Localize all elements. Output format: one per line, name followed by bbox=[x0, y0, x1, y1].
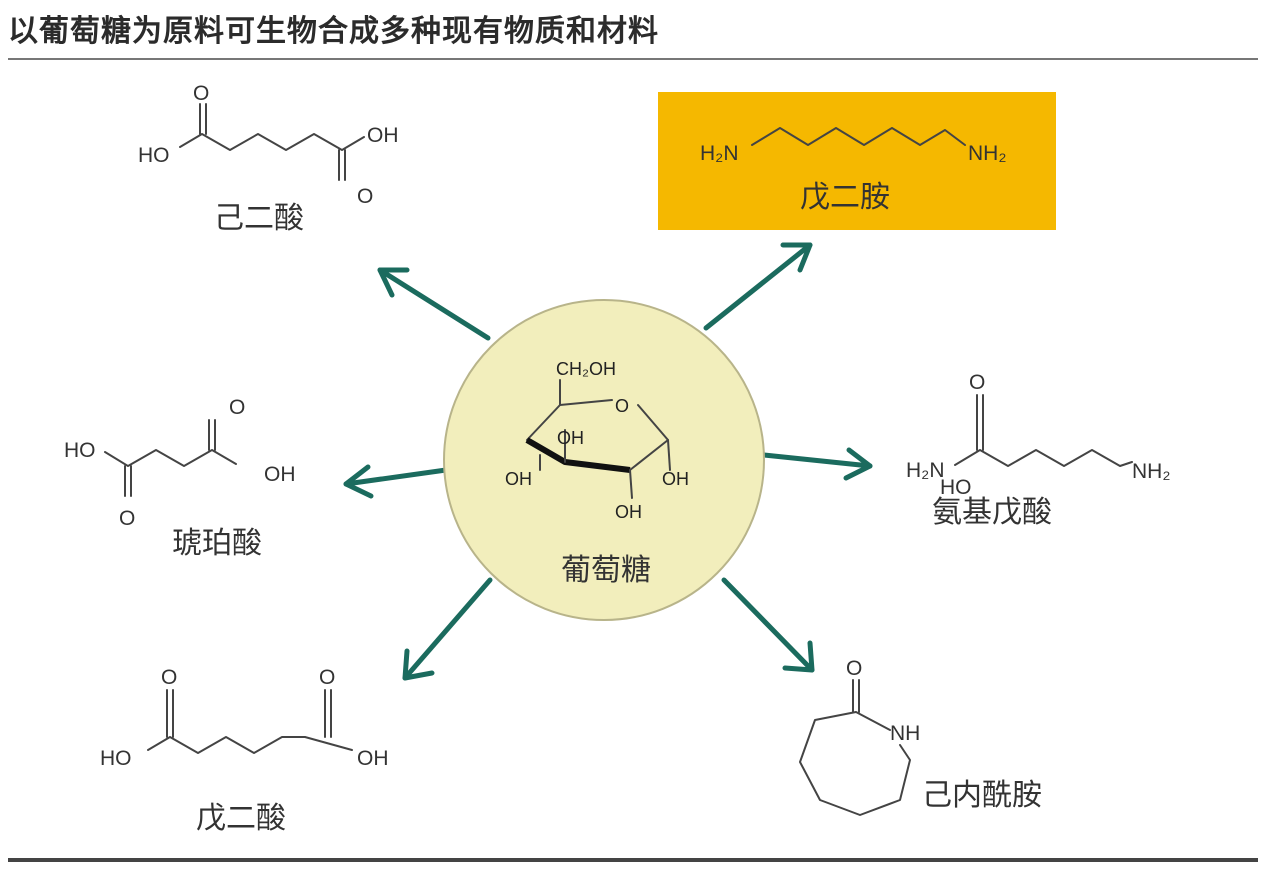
arrow-to-aminovaleric-acid bbox=[761, 447, 873, 481]
bottom-divider bbox=[8, 858, 1258, 862]
glucose-oh-3: OH bbox=[662, 469, 689, 489]
caprolactam-nh: NH bbox=[890, 722, 920, 745]
aminovaleric-nh2: NH₂ bbox=[1132, 460, 1170, 483]
glucose-oh-4: OH bbox=[615, 502, 642, 522]
adipic-o-bottom: O bbox=[357, 185, 373, 208]
glutaric-o-top-left: O bbox=[161, 666, 177, 689]
succinic-o-top: O bbox=[229, 396, 245, 419]
succinic-acid-label: 琥珀酸 bbox=[172, 526, 262, 561]
glutaric-o-top-right: O bbox=[319, 666, 335, 689]
aminovaleric-acid-node: O H₂N HO NH₂ 氨基戊酸 bbox=[906, 371, 1170, 530]
glutaric-acid-node: O O HO OH 戊二酸 bbox=[100, 666, 389, 836]
glutaric-acid-label: 戊二酸 bbox=[196, 801, 286, 836]
glutaric-ho: HO bbox=[100, 747, 132, 770]
aminovaleric-h2n: H₂N bbox=[906, 459, 944, 482]
adipic-acid-label: 己二酸 bbox=[214, 201, 304, 236]
arrow-to-pentanediamine bbox=[703, 242, 813, 331]
adipic-acid-node: O HO OH O 己二酸 bbox=[138, 82, 399, 236]
page-title: 以葡萄糖为原料可生物合成多种现有物质和材料 bbox=[8, 14, 659, 49]
glucose-circle bbox=[443, 299, 765, 621]
adipic-ho: HO bbox=[138, 144, 170, 167]
glucose-label: 葡萄糖 bbox=[561, 553, 651, 588]
caprolactam-label: 己内酰胺 bbox=[922, 778, 1042, 813]
glucose-oh-1: OH bbox=[557, 428, 584, 448]
succinic-oh: OH bbox=[264, 463, 296, 486]
pentanediamine-h2n: H₂N bbox=[700, 142, 738, 165]
title-divider bbox=[8, 58, 1258, 60]
caprolactam-node: O NH 己内酰胺 bbox=[799, 657, 1042, 816]
aminovaleric-o-top: O bbox=[969, 371, 985, 394]
glucose-ch2oh: CH₂OH bbox=[556, 359, 616, 379]
adipic-oh: OH bbox=[367, 124, 399, 147]
aminovaleric-ho: HO bbox=[940, 476, 972, 499]
arrow-to-adipic-acid bbox=[377, 267, 491, 341]
pentanediamine-highlight bbox=[658, 92, 1056, 230]
pentanediamine-label: 戊二胺 bbox=[800, 180, 890, 215]
arrow-to-glutaric-acid bbox=[402, 577, 493, 681]
glucose-ring-o: O bbox=[615, 396, 629, 416]
arrow-to-succinic-acid bbox=[343, 464, 449, 499]
adipic-o-top: O bbox=[193, 82, 209, 105]
succinic-acid-node: O HO OH O 琥珀酸 bbox=[64, 396, 296, 561]
arrow-to-caprolactam bbox=[721, 577, 815, 673]
glutaric-oh: OH bbox=[357, 747, 389, 770]
pentanediamine-nh2: NH₂ bbox=[968, 142, 1006, 165]
succinic-o-bottom: O bbox=[119, 507, 135, 530]
succinic-ho: HO bbox=[64, 439, 96, 462]
pentanediamine-node: H₂N NH₂ 戊二胺 bbox=[658, 92, 1056, 230]
glucose-node: CH₂OH O OH OH OH OH 葡萄糖 bbox=[443, 299, 765, 621]
caprolactam-o: O bbox=[846, 657, 862, 680]
aminovaleric-acid-label: 氨基戊酸 bbox=[932, 495, 1052, 530]
glucose-oh-2: OH bbox=[505, 469, 532, 489]
